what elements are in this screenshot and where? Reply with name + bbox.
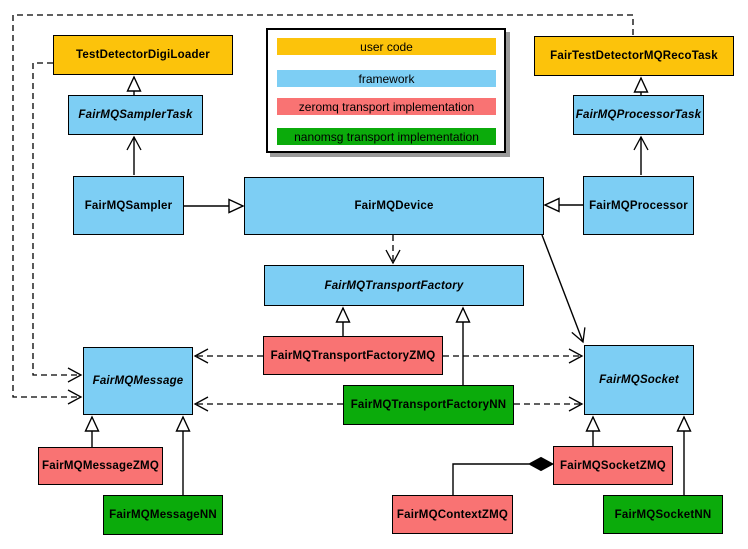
edge-device-socket (541, 234, 586, 344)
legend-item-framework: framework (277, 70, 496, 87)
node-fairmq-processor-task: FairMQProcessorTask (573, 95, 704, 135)
edge-contextzmq-socketzmq (452, 463, 529, 495)
node-fairmq-transport-factory: FairMQTransportFactory (264, 265, 524, 306)
composition-diamond (527, 456, 555, 472)
edge-digiloader-message-dashed (32, 62, 83, 383)
legend-item-nanomsg: nanomsg transport implementation (277, 128, 496, 145)
node-fairmq-socket-zmq: FairMQSocketZMQ (553, 446, 673, 485)
node-fairmq-message-nn: FairMQMessageNN (103, 495, 223, 535)
node-fairmq-socket: FairMQSocket (584, 345, 694, 415)
node-fairmq-message: FairMQMessage (83, 347, 193, 415)
node-fairmq-transport-factory-nn: FairMQTransportFactoryNN (343, 385, 514, 425)
node-fairmq-processor: FairMQProcessor (583, 176, 694, 235)
node-fairmq-sampler: FairMQSampler (73, 176, 184, 235)
node-fairmq-sampler-task: FairMQSamplerTask (68, 95, 203, 135)
edge-recotask-message-dashed (12, 14, 634, 405)
legend-label: nanomsg transport implementation (294, 129, 479, 144)
legend: user code framework zeromq transport imp… (266, 28, 506, 153)
legend-label: zeromq transport implementation (298, 99, 475, 114)
node-fairmq-context-zmq: FairMQContextZMQ (392, 495, 513, 534)
node-fairmq-device: FairMQDevice (244, 177, 544, 235)
legend-label: framework (358, 71, 415, 86)
legend-item-user-code: user code (277, 38, 496, 55)
legend-item-zeromq: zeromq transport implementation (277, 98, 496, 115)
node-fairmq-transport-factory-zmq: FairMQTransportFactoryZMQ (263, 336, 443, 375)
node-fair-test-detector-mq-reco-task: FairTestDetectorMQRecoTask (534, 36, 734, 76)
node-fairmq-socket-nn: FairMQSocketNN (603, 495, 723, 534)
legend-label: user code (360, 39, 413, 54)
node-fairmq-message-zmq: FairMQMessageZMQ (38, 447, 163, 485)
node-test-detector-digi-loader: TestDetectorDigiLoader (53, 35, 233, 75)
